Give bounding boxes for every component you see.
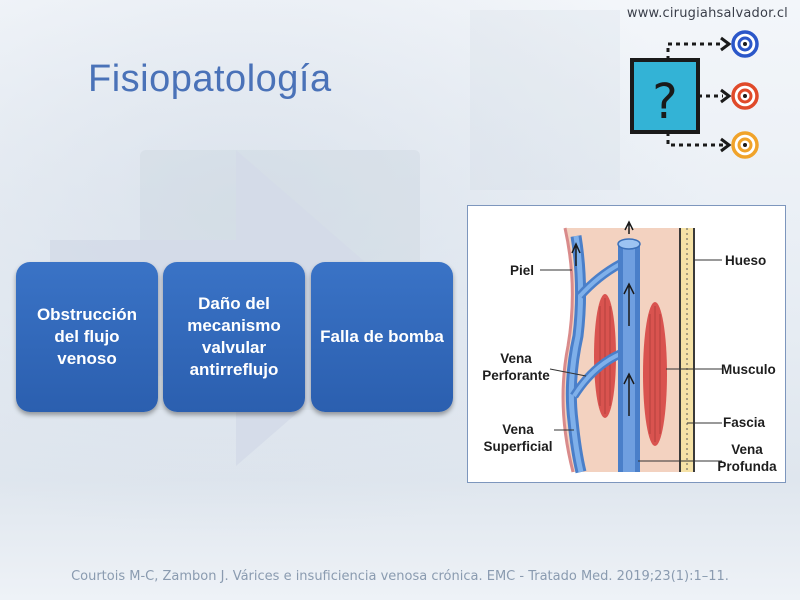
step-box-pump-failure[interactable]: Falla de bomba xyxy=(311,262,453,412)
step-box-valve-damage[interactable]: Daño del mecanismo valvular antirreflujo xyxy=(163,262,305,412)
background-building xyxy=(470,10,620,190)
slide-title: Fisiopatología xyxy=(88,58,332,100)
label-vena-superficial: Vena Superficial xyxy=(483,422,553,454)
site-url[interactable]: www.cirugiahsalvador.cl xyxy=(626,6,788,21)
step-label: Obstrucción del flujo venoso xyxy=(36,305,138,368)
step-box-obstruction[interactable]: Obstrucción del flujo venoso xyxy=(16,262,158,412)
label-musculo: Musculo xyxy=(721,362,776,377)
step-label: Falla de bomba xyxy=(320,327,444,346)
target-icon xyxy=(731,30,759,58)
question-box-icon: ? xyxy=(630,30,759,159)
citation: Courtois M-C, Zambon J. Várices e insufi… xyxy=(71,569,729,584)
label-fascia: Fascia xyxy=(723,415,766,430)
label-vena-profunda: Vena Profunda xyxy=(717,442,777,474)
target-icon xyxy=(731,82,759,110)
target-icon xyxy=(731,131,759,159)
step-label: Daño del mecanismo valvular antirreflujo xyxy=(187,294,281,379)
label-piel: Piel xyxy=(510,263,535,278)
venous-anatomy-diagram: Piel Vena Perforante Vena Superficial Hu… xyxy=(467,205,786,483)
svg-text:?: ? xyxy=(652,74,677,130)
label-vena-perforante: Vena Perforante xyxy=(482,351,550,383)
label-hueso: Hueso xyxy=(725,253,767,268)
